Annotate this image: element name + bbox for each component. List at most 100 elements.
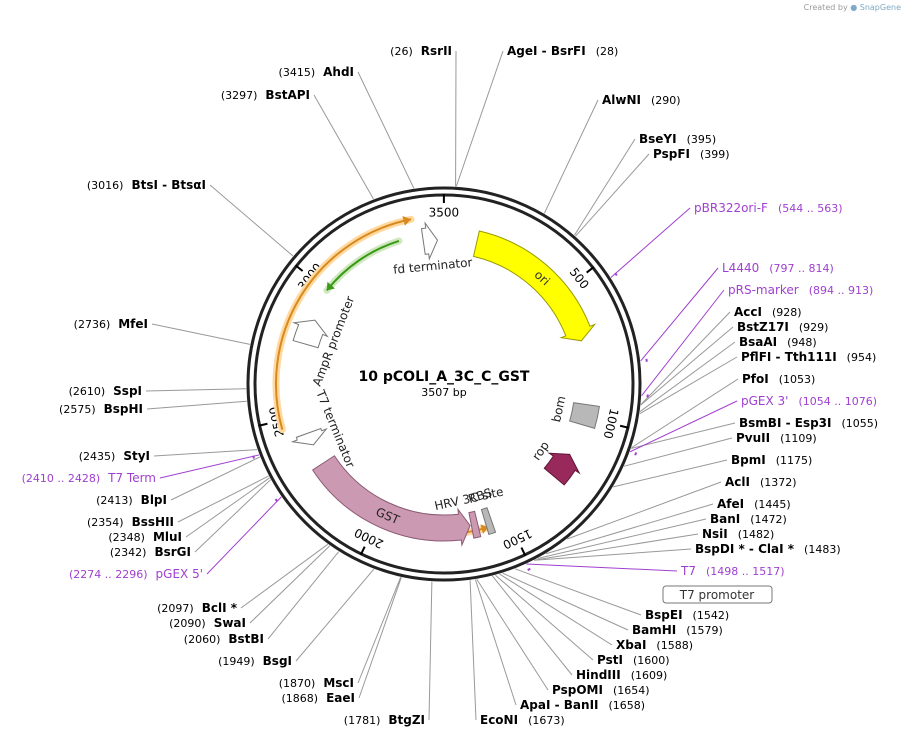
enzyme-name-pspfi: PspFI: [653, 147, 690, 161]
enzyme-position-sspi: (2610): [69, 385, 106, 398]
primer-range-pbr322ori-f: (544 .. 563): [778, 202, 843, 215]
primer-name-pgex-5: pGEX 5': [156, 567, 203, 581]
enzyme-name-xbai: XbaI: [616, 638, 646, 652]
enzyme-label-psti: PstI(1600): [597, 653, 670, 667]
enzyme-name-bsmbi-esp3i: BsmBI - Esp3I: [739, 416, 831, 430]
enzyme-position-bstapi: (3297): [221, 89, 258, 102]
enzyme-label-afei: AfeI(1445): [717, 497, 791, 511]
credit-brand: SnapGene: [859, 3, 901, 12]
enzyme-line-pfoi: [631, 378, 739, 449]
enzyme-label-bsgi: (1949) BsgI: [218, 654, 292, 668]
enzyme-position-apai-banii: (1658): [609, 699, 646, 712]
enzyme-name-bani: BanI: [710, 512, 740, 526]
enzyme-position-bstbi: (2060): [184, 633, 221, 646]
enzyme-position-bamhi: (1579): [686, 624, 723, 637]
enzyme-position-bpmi: (1175): [776, 454, 813, 467]
enzyme-label-mfei: (2736)MfeI: [74, 317, 148, 331]
feature-ampr-promoter: [292, 319, 329, 349]
enzyme-label-msci: (1870)MscI: [279, 676, 354, 690]
enzyme-position-bsgi: (1949): [218, 655, 255, 668]
enzyme-label-swai: (2090)SwaI: [169, 616, 246, 630]
enzyme-line-bseyi: [574, 138, 636, 236]
enzyme-name-styi: StyI: [123, 449, 150, 463]
enzyme-name-bseyi: BseYI: [639, 132, 677, 146]
primer-mark-pgex-3: [634, 452, 638, 456]
kanr-arc-arrowhead: [326, 281, 335, 291]
enzyme-name-pfoi: PfoI: [742, 372, 769, 386]
enzyme-label-bspdi-clai: BspDI * - ClaI *(1483): [695, 542, 841, 556]
enzyme-label-btgzi: (1781)BtgZI: [344, 713, 425, 727]
primer-label-pgex-5: (2274 .. 2296)pGEX 5': [69, 567, 203, 581]
feature-gst: [311, 455, 471, 547]
laci-arc-line: [275, 218, 412, 430]
tick-mark-2500: [258, 422, 268, 427]
enzyme-line-acli: [567, 481, 722, 540]
feature-label-rop: rop: [529, 439, 552, 463]
enzyme-position-styi: (2435): [79, 450, 116, 463]
enzyme-name-alwni: AlwNI: [602, 93, 641, 107]
enzyme-line-bstz17i: [640, 326, 734, 406]
enzyme-line-bpmi: [613, 459, 728, 488]
primer-name-pbr322ori-f: pBR322ori-F: [694, 201, 768, 215]
enzyme-label-xbai: XbaI (1588): [616, 638, 693, 652]
enzyme-label-pspomi: PspOMI(1654): [552, 683, 650, 697]
enzyme-name-psti: PstI: [597, 653, 623, 667]
enzyme-line-bsshii: [177, 475, 269, 523]
enzyme-label-pflfi-tth111i: PflFI - Tth111I (954): [741, 350, 876, 364]
enzyme-line-bsgi: [295, 568, 375, 662]
enzyme-name-swai: SwaI: [214, 616, 246, 630]
enzyme-position-xbai: (1588): [656, 639, 693, 652]
enzyme-name-pflfi-tth111i: PflFI - Tth111I: [741, 350, 837, 364]
enzyme-label-bstz17i: BstZ17I(929): [737, 320, 828, 334]
primer-range-pgex-3: (1054 .. 1076): [798, 395, 877, 408]
enzyme-line-hindiii: [491, 575, 573, 676]
enzyme-position-acci: (928): [772, 306, 802, 319]
enzyme-line-bani: [537, 518, 707, 559]
tick-label-3500: 3500: [429, 205, 460, 219]
enzyme-label-bsmbi-esp3i: BsmBI - Esp3I(1055): [739, 416, 878, 430]
laci-arc-arrowhead: [402, 216, 412, 226]
primer-label-prs-marker: pRS-marker(894 .. 913): [728, 283, 873, 297]
enzyme-position-mlui: (2348): [108, 531, 145, 544]
primer-line-pbr322ori-f: [610, 207, 691, 278]
enzyme-line-swai: [249, 545, 331, 624]
tick-mark-1000: [619, 424, 630, 429]
enzyme-position-agei-bsrfi: (28): [596, 45, 619, 58]
enzyme-position-nsii: (1482): [738, 528, 775, 541]
backbone-outer-strand: [246, 186, 642, 582]
enzyme-label-acci: AccI(928): [734, 305, 802, 319]
enzyme-label-pvuii: PvuII(1109): [736, 431, 817, 445]
enzyme-position-blpi: (2413): [96, 494, 133, 507]
enzyme-label-bsrgi: (2342)BsrGI: [110, 545, 191, 559]
enzyme-position-eaei: (1868): [282, 692, 319, 705]
tick-label-500: 500: [567, 265, 592, 292]
enzyme-label-bseyi: BseYI(395): [639, 132, 716, 146]
kanr-arc-halo: [323, 237, 403, 294]
enzyme-line-ahdi: [357, 71, 415, 189]
credit: Created by ● SnapGene: [804, 3, 901, 12]
enzyme-name-bstz17i: BstZ17I: [737, 320, 789, 334]
feature-rop: [543, 452, 581, 486]
primer-label-t7-term: (2410 .. 2428)T7 Term: [22, 471, 156, 485]
enzyme-label-bstapi: (3297)BstAPI: [221, 88, 310, 102]
enzyme-position-pflfi-tth111i: (954): [847, 351, 877, 364]
enzyme-name-bsgi: BsgI: [263, 654, 292, 668]
enzyme-name-apai-banii: ApaI - BanII: [520, 698, 599, 712]
enzyme-label-btsi-bts-i: (3016)BtsI - BtsαI: [87, 178, 206, 192]
enzyme-position-msci: (1870): [279, 677, 316, 690]
enzyme-name-bsaai: BsaAI: [739, 335, 777, 349]
leader-lines: [145, 50, 739, 721]
enzyme-line-acci: [640, 311, 731, 405]
enzyme-position-bsshii: (2354): [87, 516, 124, 529]
primer-mark-t7-term: [252, 455, 256, 459]
enzyme-position-bsaai: (948): [787, 336, 817, 349]
primer-name-t7: T7: [680, 564, 696, 578]
primer-line-l4440: [640, 267, 719, 362]
enzyme-position-bspdi-clai: (1483): [804, 543, 841, 556]
primer-line-prs-marker: [641, 289, 725, 396]
enzyme-name-bpmi: BpmI: [731, 453, 766, 467]
enzyme-name-agei-bsrfi: AgeI - BsrFI: [507, 44, 586, 58]
enzyme-position-btsi-bts-i: (3016): [87, 179, 124, 192]
primer-mark-t7: [527, 567, 531, 571]
